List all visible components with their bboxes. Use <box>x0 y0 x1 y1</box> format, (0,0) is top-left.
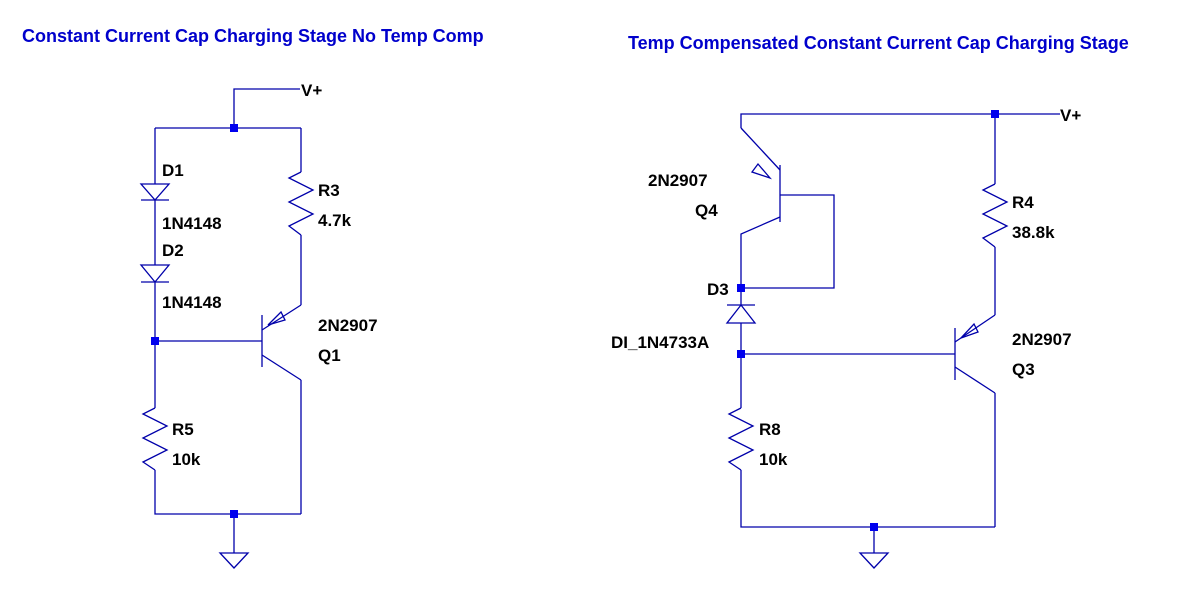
diode-d2 <box>139 264 171 284</box>
right-ground-symbol <box>858 552 890 569</box>
left-wires <box>154 88 302 553</box>
d3-value: DI_1N4733A <box>611 333 709 352</box>
transistor-q4 <box>750 162 781 222</box>
q3-label: Q3 <box>1012 360 1035 379</box>
junction-dot <box>230 510 238 518</box>
r3-label: R3 <box>318 181 340 200</box>
r5-label: R5 <box>172 420 194 439</box>
q1-label: Q1 <box>318 346 341 365</box>
r3-value: 4.7k <box>318 211 352 230</box>
junction-dot <box>230 124 238 132</box>
r5-value: 10k <box>172 450 201 469</box>
resistor-r8 <box>727 407 755 471</box>
d2-value: 1N4148 <box>162 293 222 312</box>
diode-d1 <box>139 183 171 201</box>
junction-dot <box>870 523 878 531</box>
right-vplus-label: V+ <box>1060 106 1081 125</box>
resistor-r4 <box>981 183 1009 248</box>
resistor-r5 <box>141 407 169 471</box>
q3-model: 2N2907 <box>1012 330 1072 349</box>
left-circuit-title: Constant Current Cap Charging Stage No T… <box>22 26 484 46</box>
junction-dot <box>151 337 159 345</box>
d1-label: D1 <box>162 161 184 180</box>
r8-value: 10k <box>759 450 788 469</box>
r8-label: R8 <box>759 420 781 439</box>
transistor-q1 <box>261 304 302 381</box>
left-ground-symbol <box>218 552 250 569</box>
junction-dot <box>991 110 999 118</box>
right-junctions <box>737 110 999 531</box>
d3-label: D3 <box>707 280 729 299</box>
r4-value: 38.8k <box>1012 223 1055 242</box>
zener-diode-d3 <box>725 303 757 324</box>
left-vplus-label: V+ <box>301 81 322 100</box>
d1-value: 1N4148 <box>162 214 222 233</box>
r4-label: R4 <box>1012 193 1034 212</box>
d2-label: D2 <box>162 241 184 260</box>
transistor-q3 <box>954 314 996 394</box>
junction-dot <box>737 350 745 358</box>
left-junctions <box>151 124 238 518</box>
q4-label: Q4 <box>695 201 718 220</box>
resistor-r3 <box>287 171 315 236</box>
q1-model: 2N2907 <box>318 316 378 335</box>
q4-model: 2N2907 <box>648 171 708 190</box>
right-circuit-title: Temp Compensated Constant Current Cap Ch… <box>628 33 1129 53</box>
junction-dot <box>737 284 745 292</box>
